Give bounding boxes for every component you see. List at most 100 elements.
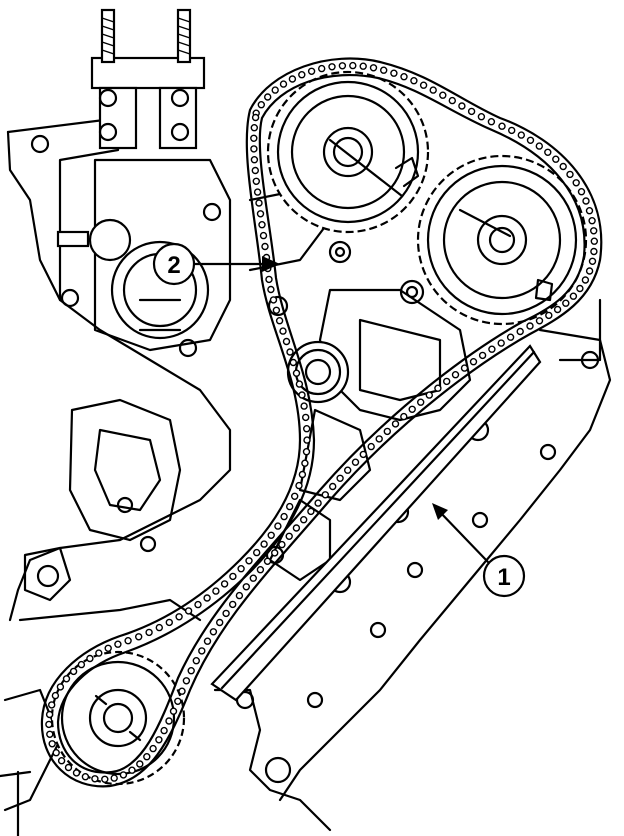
chain-link [267,531,275,539]
chain-link [261,242,269,251]
chain-link [160,726,168,735]
chain-link [194,600,202,609]
chain-link [582,197,590,205]
chain-link [585,267,594,275]
chain-link [279,80,288,88]
chain-link [62,675,71,683]
chain-link [271,549,279,557]
chain-link [72,769,81,777]
chain-link [429,86,437,94]
chain-link [289,358,297,367]
chain-link [451,371,460,379]
chain-link [301,459,309,467]
chain-link [391,420,400,428]
chain-link [535,317,544,325]
callout-1-arrowhead [432,503,448,520]
chain-link [359,450,367,459]
chain-link [588,257,597,265]
chain-link [590,237,598,245]
chain-link [45,710,54,719]
chain-link [237,565,245,573]
chain-link [184,607,193,615]
chain-link [506,333,515,341]
chain-link [569,292,578,300]
chain-link [203,594,211,602]
chain-link [134,633,143,641]
callout-1: 1 [432,503,526,598]
chain-link [282,337,291,346]
chain-link [278,540,286,549]
chain-link [410,76,418,85]
chain-link [250,123,259,132]
chain-link [45,720,53,729]
chain-link [590,227,598,235]
chain-link [86,654,94,663]
chain-link [69,667,78,676]
chain-link [255,199,263,207]
chain-link [460,364,469,372]
chain-link [64,763,73,772]
callout-1-label: 1 [497,564,510,591]
chain-link [585,206,594,215]
chain-link [51,691,60,700]
chain-link [203,637,212,645]
chain-link [497,339,505,347]
chain-link [274,522,282,530]
chain-link [256,210,265,218]
callout-2: 2 [152,242,280,286]
chain-link [383,427,391,436]
chain-link [338,62,347,70]
chain-link [264,93,272,101]
chain-link [577,187,586,196]
chain-link [302,413,310,422]
chain-link [478,351,487,360]
chain-link [260,540,268,548]
chain-link [245,557,253,565]
chain-link [572,179,580,187]
chain-link [222,609,230,618]
chain-link [257,100,265,109]
chain-link [250,134,258,143]
chain-link [136,760,144,768]
chain-link [101,775,109,783]
chain-link [516,327,524,336]
chain-link [198,647,206,655]
chain-link [298,391,306,399]
chain-link [488,345,496,353]
idler-pulley [286,340,350,404]
chain-link [251,166,260,175]
chain-link [250,155,259,164]
chain-link [359,62,367,70]
chain-link [467,107,476,116]
chain-link [91,775,99,783]
chain-link [235,591,244,600]
chain-link [114,640,122,648]
chain-link [295,481,303,490]
chain-link [526,322,534,330]
chain-link [553,305,562,314]
chain-link [286,502,294,511]
chain-link [588,216,596,225]
callout-2-arrowhead [262,256,280,272]
chain-link [251,113,260,122]
chain-link [367,442,375,451]
chain-link [155,623,164,632]
chain-link [228,600,237,609]
chain-link [250,145,258,153]
chain-link [242,583,251,591]
chain-link [95,649,103,657]
chain-link [169,707,178,715]
chain-link [307,507,315,516]
chain-link [124,637,132,645]
chain-link [321,491,329,499]
chain-link [469,358,478,366]
chain-link [329,482,337,491]
chain-link [300,516,308,524]
chain-link [279,327,287,335]
chain-link [212,587,220,595]
chain-link [439,91,447,99]
chain-link [576,284,584,293]
chain-link [258,220,266,229]
chain-link [292,369,301,377]
chain-link [259,231,268,240]
